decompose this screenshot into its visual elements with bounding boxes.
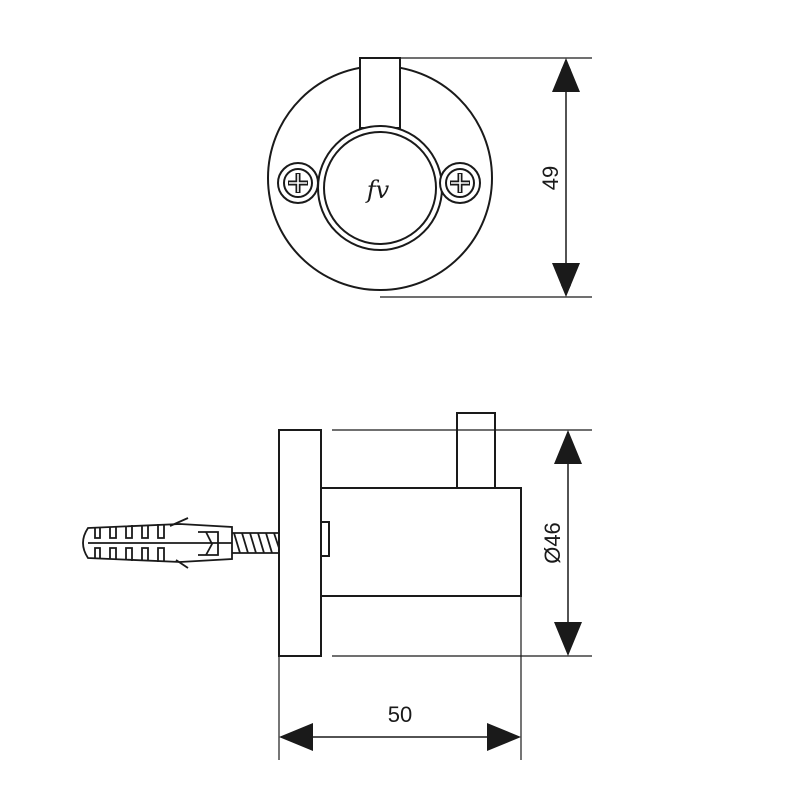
dimension-49: 49 bbox=[538, 58, 580, 297]
front-view bbox=[267, 57, 493, 291]
side-view-extension-lines bbox=[278, 429, 592, 760]
dimension-diameter-46: Ø46 bbox=[540, 430, 582, 656]
cylinder-body bbox=[320, 487, 522, 597]
dimension-label-49: 49 bbox=[538, 166, 563, 190]
set-screw-detail bbox=[320, 521, 330, 557]
hook-arm-body bbox=[359, 57, 401, 129]
wall-plate bbox=[278, 429, 322, 657]
brand-logo-fv: fv bbox=[365, 176, 390, 204]
right-screw-icon bbox=[439, 162, 481, 204]
wall-plug-anchor bbox=[82, 517, 233, 569]
dimension-50: 50 bbox=[279, 702, 521, 751]
top-view-extension-lines bbox=[380, 57, 592, 298]
threaded-screw bbox=[232, 532, 280, 554]
dimension-label-diameter-46: Ø46 bbox=[540, 522, 565, 564]
dimension-label-50: 50 bbox=[388, 702, 412, 727]
side-view bbox=[82, 412, 522, 657]
left-screw-icon bbox=[277, 162, 319, 204]
hook-arm-side bbox=[456, 412, 496, 502]
boss-inner-circle bbox=[323, 131, 437, 245]
